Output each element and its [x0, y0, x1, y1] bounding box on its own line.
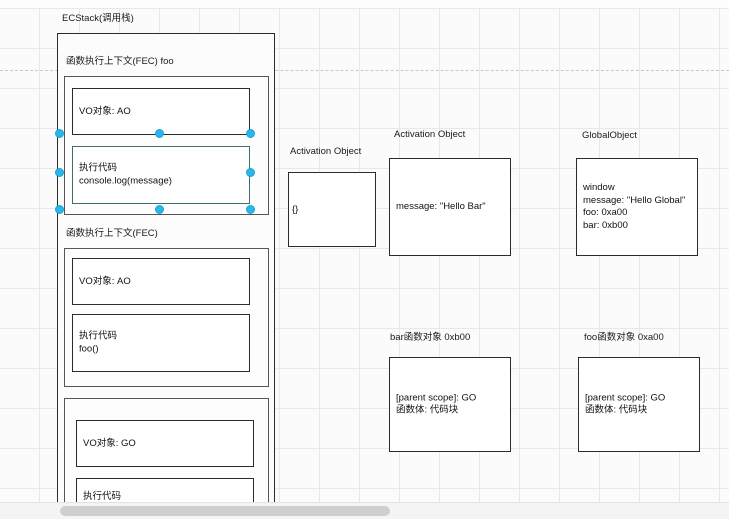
fec-foo-code-box[interactable]: 执行代码 console.log(message): [72, 146, 250, 204]
fec-code-box[interactable]: 执行代码 foo(): [72, 314, 250, 372]
activation-object-mid-text: message: "Hello Bar": [396, 200, 486, 212]
frame-title-fec-foo: 函数执行上下文(FEC) foo: [66, 56, 174, 67]
fec-foo-vo-text: VO对象: AO: [79, 105, 131, 117]
caption-activation-object-mid: Activation Object: [394, 129, 466, 140]
caption-activation-object-left: Activation Object: [290, 146, 362, 157]
selection-handle-top-left[interactable]: [55, 129, 64, 138]
foo-function-object-box[interactable]: [parent scope]: GO 函数体: 代码块: [578, 357, 700, 452]
caption-bar-function-object: bar函数对象 0xb00: [390, 332, 471, 343]
alignment-guide-horizontal: [0, 70, 729, 71]
gec-vo-text: VO对象: GO: [83, 437, 136, 449]
selection-handle-middle-right[interactable]: [246, 168, 255, 177]
fec-code-text: 执行代码 foo(): [79, 330, 118, 355]
horizontal-scrollbar-track[interactable]: [0, 502, 729, 519]
frame-title-fec: 函数执行上下文(FEC): [66, 228, 158, 239]
canvas-top-strip: [0, 0, 729, 9]
selection-handle-bottom-center[interactable]: [155, 205, 164, 214]
selection-handle-bottom-right[interactable]: [246, 205, 255, 214]
selection-handle-top-right[interactable]: [246, 129, 255, 138]
selection-handle-bottom-left[interactable]: [55, 205, 64, 214]
global-object-text: window message: "Hello Global" foo: 0xa0…: [583, 182, 686, 231]
caption-foo-function-object: foo函数对象 0xa00: [584, 332, 664, 343]
gec-vo-box[interactable]: VO对象: GO: [76, 420, 254, 467]
fec-vo-text: VO对象: AO: [79, 275, 131, 287]
caption-ecstack: ECStack(调用栈): [62, 13, 134, 24]
activation-object-left-text: {}: [292, 203, 299, 215]
bar-function-object-text: [parent scope]: GO 函数体: 代码块: [396, 392, 477, 416]
fec-foo-code-text: 执行代码 console.log(message): [79, 162, 172, 187]
bar-function-object-box[interactable]: [parent scope]: GO 函数体: 代码块: [389, 357, 511, 452]
caption-global-object: GlobalObject: [582, 130, 637, 141]
selection-handle-top-center[interactable]: [155, 129, 164, 138]
gec-code-text: 执行代码: [83, 491, 122, 502]
activation-object-mid-box[interactable]: message: "Hello Bar": [389, 158, 511, 256]
activation-object-left-box[interactable]: {}: [288, 172, 376, 247]
selection-handle-middle-left[interactable]: [55, 168, 64, 177]
global-object-box[interactable]: window message: "Hello Global" foo: 0xa0…: [576, 158, 698, 256]
fec-vo-box[interactable]: VO对象: AO: [72, 258, 250, 305]
foo-function-object-text: [parent scope]: GO 函数体: 代码块: [585, 392, 666, 416]
fec-foo-vo-box[interactable]: VO对象: AO: [72, 88, 250, 135]
horizontal-scrollbar-thumb[interactable]: [60, 506, 390, 516]
